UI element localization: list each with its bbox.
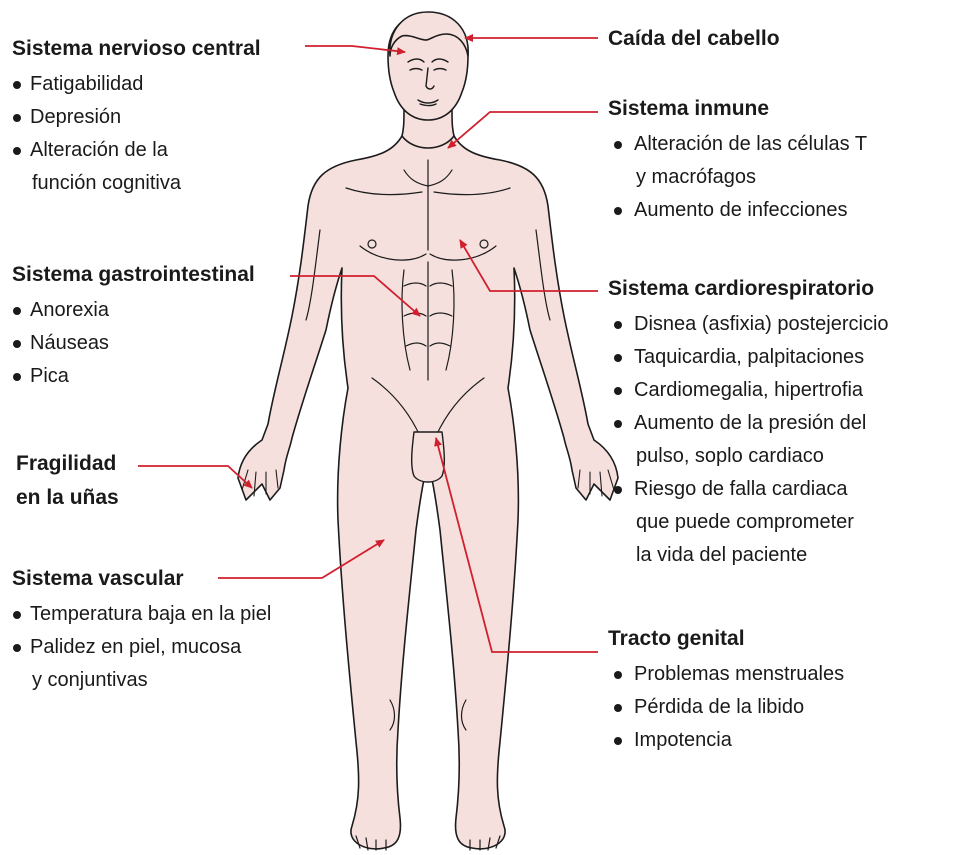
item-text: Náuseas	[30, 332, 109, 354]
item-text: Disnea (asfixia) postejercicio	[634, 313, 889, 335]
group-title: Tracto genital	[608, 626, 844, 652]
item-list: Anorexia Náuseas Pica	[12, 294, 255, 393]
group-cardiorespiratory: Sistema cardiorespiratorio Disnea (asfix…	[608, 276, 889, 572]
item-text-continuation: que puede comprometer	[634, 506, 889, 539]
group-nails: Fragilidad en la uñas	[16, 447, 119, 515]
item-list: Fatigabilidad Depresión Alteración de la…	[12, 68, 261, 200]
list-item: Disnea (asfixia) postejercicio	[608, 308, 889, 341]
list-item: Temperatura baja en la piel	[12, 598, 271, 631]
list-item: Pérdida de la libido	[608, 691, 844, 724]
item-text: Taquicardia, palpitaciones	[634, 346, 864, 368]
list-item: Alteración de las células T y macrófagos	[608, 128, 867, 194]
item-text-continuation: y macrófagos	[634, 161, 867, 194]
list-item: Fatigabilidad	[12, 68, 261, 101]
arrow-nails	[138, 466, 252, 488]
group-title: Caída del cabello	[608, 26, 780, 52]
group-title-line-1: Fragilidad	[16, 447, 119, 481]
item-text: Riesgo de falla cardiaca	[634, 478, 847, 500]
item-text: Cardiomegalia, hipertrofia	[634, 379, 863, 401]
group-title: Sistema inmune	[608, 96, 867, 122]
list-item: Aumento de infecciones	[608, 194, 867, 227]
item-list: Disnea (asfixia) postejercicio Taquicard…	[608, 308, 889, 572]
group-hair-loss: Caída del cabello	[608, 26, 780, 52]
group-gastrointestinal: Sistema gastrointestinal Anorexia Náusea…	[12, 262, 255, 393]
group-central-nervous-system: Sistema nervioso central Fatigabilidad D…	[12, 36, 261, 200]
group-title: Sistema vascular	[12, 566, 271, 592]
item-text: Temperatura baja en la piel	[30, 603, 271, 625]
item-text: Depresión	[30, 106, 121, 128]
list-item: Pica	[12, 360, 255, 393]
list-item: Náuseas	[12, 327, 255, 360]
group-title: Sistema nervioso central	[12, 36, 261, 62]
item-text: Pica	[30, 365, 69, 387]
list-item: Problemas menstruales	[608, 658, 844, 691]
item-text-continuation: y conjuntivas	[30, 664, 271, 697]
item-text: Aumento de la presión del	[634, 412, 866, 434]
item-text: Aumento de infecciones	[634, 199, 847, 221]
item-list: Problemas menstruales Pérdida de la libi…	[608, 658, 844, 757]
group-title-line-2: en la uñas	[16, 481, 119, 515]
item-text: Pérdida de la libido	[634, 696, 804, 718]
item-text-continuation: función cognitiva	[30, 167, 261, 200]
group-title: Sistema gastrointestinal	[12, 262, 255, 288]
list-item: Palidez en piel, mucosa y conjuntivas	[12, 631, 271, 697]
arrow-immune	[448, 112, 598, 148]
item-list: Temperatura baja en la piel Palidez en p…	[12, 598, 271, 697]
item-text: Palidez en piel, mucosa	[30, 636, 241, 658]
left-nipple	[368, 240, 376, 248]
item-text: Anorexia	[30, 299, 109, 321]
item-text: Problemas menstruales	[634, 663, 844, 685]
group-title: Sistema cardiorespiratorio	[608, 276, 889, 302]
list-item: Impotencia	[608, 724, 844, 757]
item-text: Impotencia	[634, 729, 732, 751]
item-text: Alteración de las células T	[634, 133, 867, 155]
list-item: Aumento de la presión del pulso, soplo ca…	[608, 407, 889, 473]
list-item: Alteración de la función cognitiva	[12, 134, 261, 200]
item-text-continuation: pulso, soplo cardiaco	[634, 440, 889, 473]
genitals	[412, 432, 445, 482]
item-text: Fatigabilidad	[30, 73, 143, 95]
group-vascular: Sistema vascular Temperatura baja en la …	[12, 566, 271, 697]
list-item: Riesgo de falla cardiaca que puede compro…	[608, 473, 889, 572]
list-item: Cardiomegalia, hipertrofia	[608, 374, 889, 407]
list-item: Taquicardia, palpitaciones	[608, 341, 889, 374]
human-body-figure	[238, 12, 618, 850]
item-text-continuation: la vida del paciente	[634, 539, 889, 572]
list-item: Depresión	[12, 101, 261, 134]
list-item: Anorexia	[12, 294, 255, 327]
item-text: Alteración de la	[30, 139, 168, 161]
group-genital-tract: Tracto genital Problemas menstruales Pér…	[608, 626, 844, 757]
right-nipple	[480, 240, 488, 248]
group-immune-system: Sistema inmune Alteración de las células…	[608, 96, 867, 227]
